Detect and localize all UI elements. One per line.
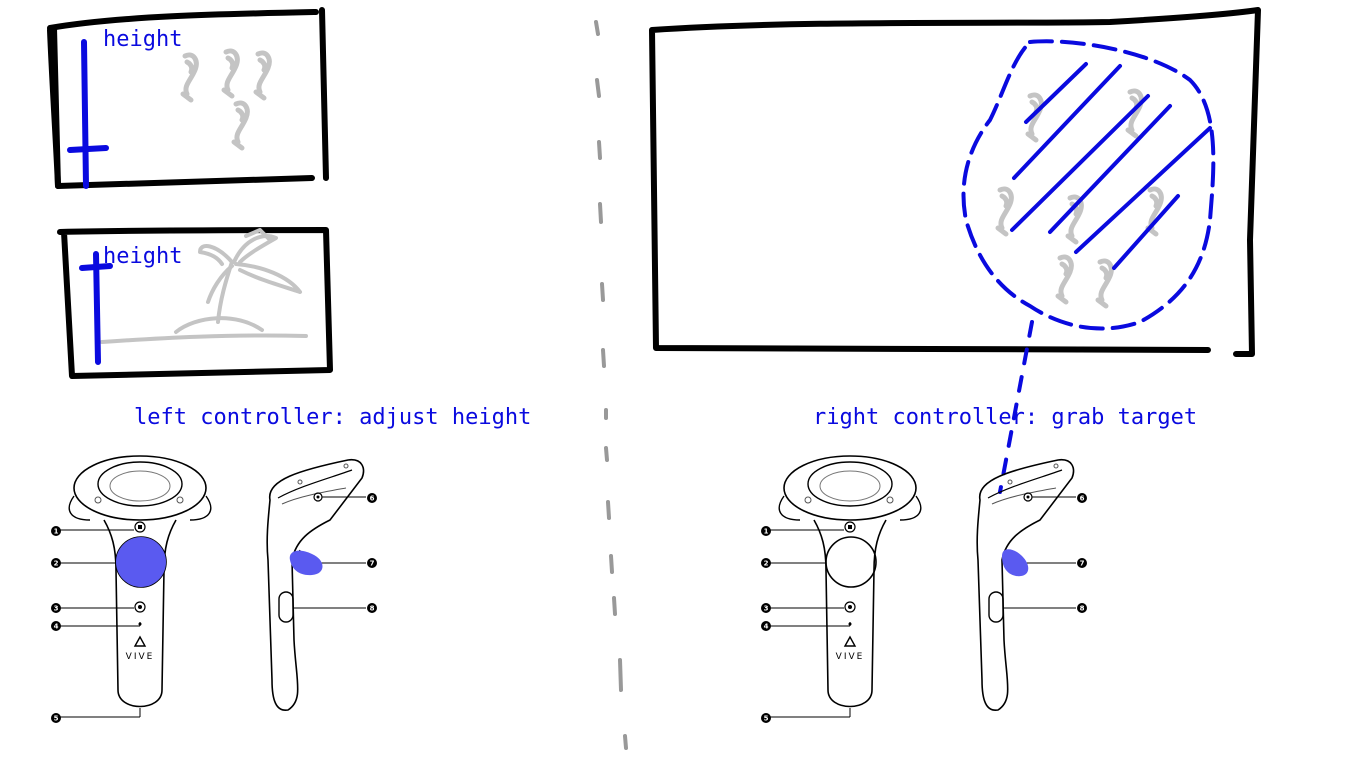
callout-number: 4 [764,623,769,631]
callout-number: 8 [1080,605,1085,613]
trackpad-highlight [116,537,166,587]
right-panel [649,7,1261,494]
callout-number: 7 [1080,560,1085,568]
callout-badge [51,713,61,723]
callout-number: 2 [54,560,59,568]
grab-target-hatching [1010,62,1212,270]
pointer-ray [998,320,1034,494]
vive-brand-label: VIVE [836,652,865,662]
height-label-bottom: height [103,244,182,269]
left-controller-front: VIVE [59,455,212,718]
callout-badges: 1 2 3 4 5 6 7 8 1 2 3 4 5 6 7 8 [51,493,1087,723]
callout-badge [761,621,771,631]
callout-badge [761,713,771,723]
callout-number: 4 [54,623,59,631]
grip-highlight [289,550,323,576]
callout-badge [761,526,771,536]
callout-badge [51,558,61,568]
left-bottom-panel: height [57,227,333,379]
left-controller-side [266,458,367,712]
callout-badge [367,493,377,503]
callout-number: 2 [764,560,769,568]
callout-number: 8 [370,605,375,613]
left-controller-caption: left controller: adjust height [134,405,531,430]
right-controller-caption: right controller: grab target [813,405,1197,430]
vive-brand-label: VIVE [126,652,155,662]
grip-highlight [1002,549,1029,577]
center-divider [594,20,628,750]
right-controller-front: VIVE [769,455,922,718]
callout-number: 5 [764,715,769,723]
callout-badge [367,603,377,613]
palm-tree-sketch-icon [100,228,308,344]
callout-number: 3 [764,605,769,613]
callout-badge [1077,603,1087,613]
callout-number: 1 [764,528,769,536]
callout-badge [51,526,61,536]
callout-number: 3 [54,605,59,613]
callout-badge [761,558,771,568]
callout-number: 5 [54,715,59,723]
callout-badge [367,558,377,568]
left-top-panel: height [47,7,329,189]
callout-number: 1 [54,528,59,536]
grab-target-region [961,39,1216,331]
height-label-top: height [103,27,182,52]
callout-badge [51,621,61,631]
callout-badge [1077,493,1087,503]
callout-number: 6 [1080,495,1085,503]
callout-badge [51,603,61,613]
callout-badge [1077,558,1087,568]
right-controller-side [976,458,1077,712]
callout-number: 7 [370,560,375,568]
callout-number: 6 [370,495,375,503]
fish-sketch-icon [183,51,269,148]
callout-badge [761,603,771,613]
